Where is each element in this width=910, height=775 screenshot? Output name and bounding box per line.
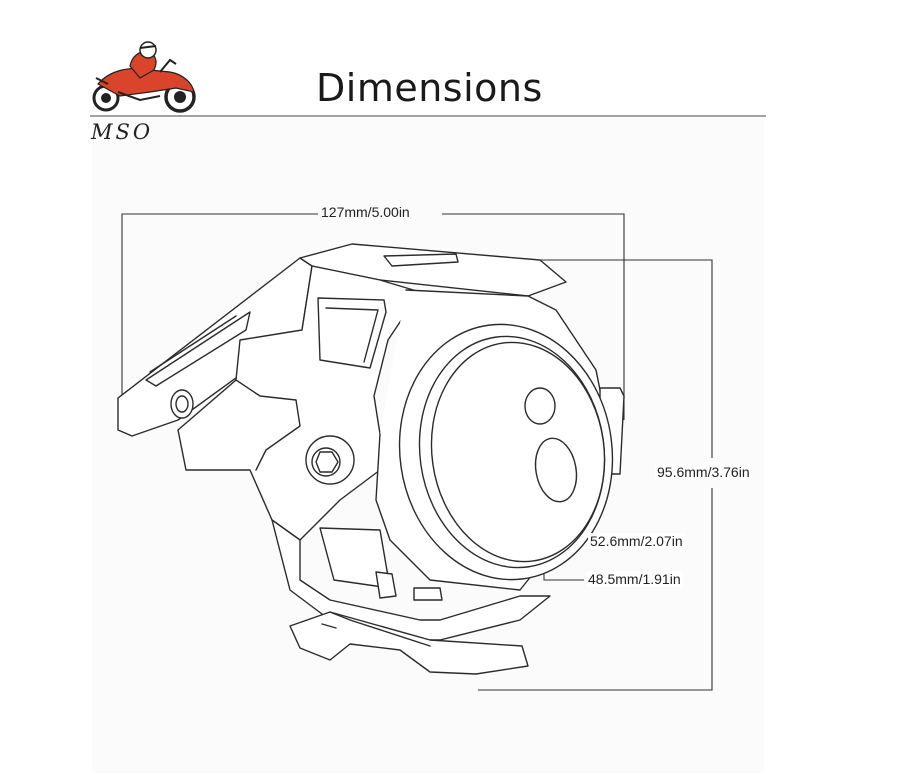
logo-icon (92, 41, 196, 113)
outer-lens-diameter-label: 52.6mm/2.07in (588, 533, 685, 549)
logo-wordmark: MSO (91, 120, 154, 144)
width-dimension-label: 127mm/5.00in (319, 204, 412, 220)
page-title: Dimensions (316, 66, 543, 110)
spotlight-drawing (117, 243, 625, 675)
height-dimension-label: 95.6mm/3.76in (655, 464, 752, 480)
width-dimension-line-left (121, 213, 318, 400)
height-dimension-line-top (540, 259, 713, 458)
height-dimension-line-bottom (478, 488, 713, 691)
width-dimension-line-right (442, 213, 625, 420)
inner-lens-diameter-label: 48.5mm/1.91in (586, 571, 683, 587)
